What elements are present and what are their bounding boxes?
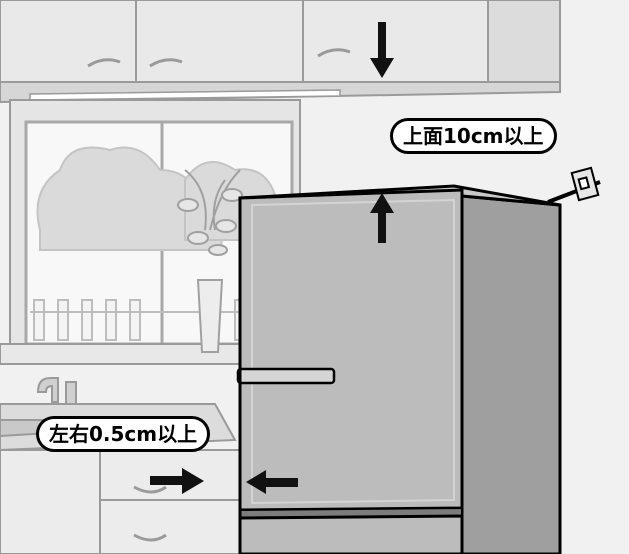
under-cabinet-light: [29, 89, 341, 101]
side-clearance-label: 左右0.5cm以上: [36, 416, 211, 452]
arrow-right-icon: [150, 468, 204, 494]
arrow-down-icon: [370, 22, 394, 78]
arrow-up-icon: [370, 193, 394, 243]
fridge-handle: [236, 367, 336, 385]
vase-with-plant: [177, 169, 243, 353]
fridge-side: [460, 194, 562, 554]
fridge-upper-door: [238, 188, 464, 512]
top-clearance-label: 上面10cm以上: [390, 118, 557, 154]
power-outlet-icon: [547, 166, 601, 204]
fridge-lower-door: [238, 514, 464, 554]
kitchen-counter: [0, 377, 241, 554]
upper-cabinets: [0, 0, 561, 83]
arrow-left-icon: [246, 470, 298, 494]
